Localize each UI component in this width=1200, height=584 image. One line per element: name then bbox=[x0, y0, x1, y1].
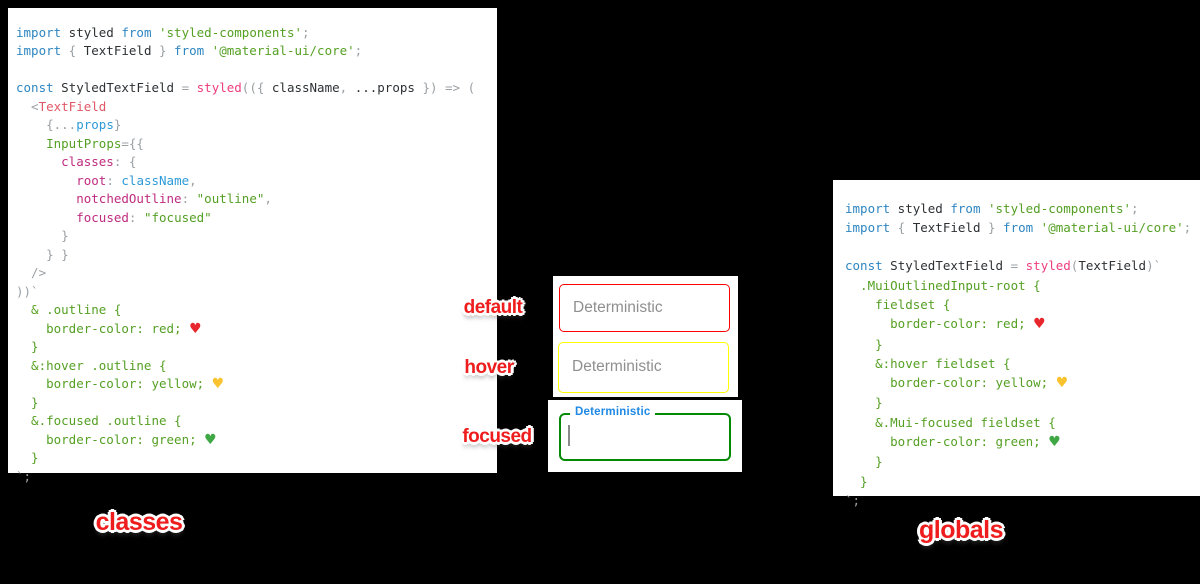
textfield-focused-label: Deterministic bbox=[570, 406, 656, 418]
code-line: border-color: green; ♥ bbox=[845, 434, 1061, 451]
text-caret-icon bbox=[568, 425, 570, 446]
code-line: InputProps={{ bbox=[46, 135, 144, 151]
code-line: fieldset { bbox=[845, 296, 951, 312]
code-line: `; bbox=[845, 492, 861, 508]
code-line: } bbox=[16, 228, 69, 243]
code-line: } bbox=[845, 395, 883, 411]
code-line: } bbox=[16, 394, 39, 410]
code-line: const StyledTextField = styled(({ classN… bbox=[16, 80, 476, 95]
caption-globals: globals bbox=[918, 516, 1004, 544]
green-heart-icon: ♥ bbox=[1048, 434, 1061, 451]
caption-classes: classes bbox=[95, 508, 183, 536]
code-line: &:hover .outline { bbox=[16, 357, 167, 373]
code-line: import styled from 'styled-components'; bbox=[845, 200, 1139, 216]
code-line: ))` bbox=[16, 283, 39, 299]
code-line: &.Mui-focused fieldset { bbox=[845, 414, 1056, 430]
code-line: import { TextField } from '@material-ui/… bbox=[845, 219, 1192, 235]
code-line: } bbox=[845, 336, 883, 352]
code-line: } } bbox=[16, 246, 69, 262]
textfield-default[interactable]: Deterministic bbox=[559, 284, 730, 332]
code-line: } bbox=[845, 473, 868, 489]
code-line: border-color: yellow; ♥ bbox=[16, 376, 225, 392]
code-line: import { TextField } from '@material-ui/… bbox=[16, 43, 363, 58]
textfield-hover-label: Deterministic bbox=[572, 358, 662, 375]
globals-code-card bbox=[833, 180, 1200, 496]
code-line: focused: "focused" bbox=[76, 209, 212, 225]
red-heart-icon: ♥ bbox=[189, 320, 202, 337]
textfield-default-label: Deterministic bbox=[573, 299, 663, 316]
right-code: import styled from 'styled-components'; i… bbox=[845, 199, 1191, 511]
green-heart-icon: ♥ bbox=[204, 431, 217, 448]
code-line: /> bbox=[16, 265, 47, 280]
code-line: notchedOutline: "outline", bbox=[76, 191, 272, 206]
caption-default: default bbox=[463, 297, 523, 318]
code-line bbox=[845, 237, 1191, 256]
code-line: `; bbox=[16, 468, 32, 484]
code-line: border-color: red; ♥ bbox=[845, 316, 1046, 333]
caption-focused: focused bbox=[462, 426, 532, 447]
code-line: {...props} bbox=[16, 117, 122, 132]
code-line: } bbox=[16, 339, 39, 354]
classes-code-card bbox=[8, 8, 497, 473]
code-line: &.focused .outline { bbox=[16, 413, 182, 428]
code-line: const StyledTextField = styled(TextField… bbox=[845, 258, 1162, 274]
textfield-hover[interactable]: Deterministic bbox=[558, 342, 729, 393]
code-line: &:hover fieldset { bbox=[845, 355, 1011, 371]
caption-hover: hover bbox=[464, 357, 514, 378]
code-line: border-color: green; ♥ bbox=[16, 431, 217, 448]
yellow-heart-icon: ♥ bbox=[211, 376, 225, 392]
code-line: } bbox=[845, 454, 883, 470]
code-line: classes: { bbox=[61, 154, 137, 169]
code-line bbox=[16, 61, 475, 80]
code-line: } bbox=[16, 450, 39, 465]
code-line: <TextField bbox=[16, 98, 107, 114]
code-line: border-color: red; ♥ bbox=[16, 320, 202, 337]
code-line: .MuiOutlinedInput-root { bbox=[845, 277, 1041, 293]
code-line: import styled from 'styled-components'; bbox=[16, 24, 310, 40]
red-heart-icon: ♥ bbox=[1033, 316, 1046, 333]
yellow-heart-icon: ♥ bbox=[1055, 375, 1069, 392]
left-code: import styled from 'styled-components'; i… bbox=[16, 24, 475, 487]
code-line: & .outline { bbox=[16, 302, 122, 317]
code-line: border-color: yellow; ♥ bbox=[845, 375, 1069, 392]
code-line: root: className, bbox=[76, 172, 197, 188]
textfield-focused[interactable]: Deterministic bbox=[559, 406, 731, 461]
